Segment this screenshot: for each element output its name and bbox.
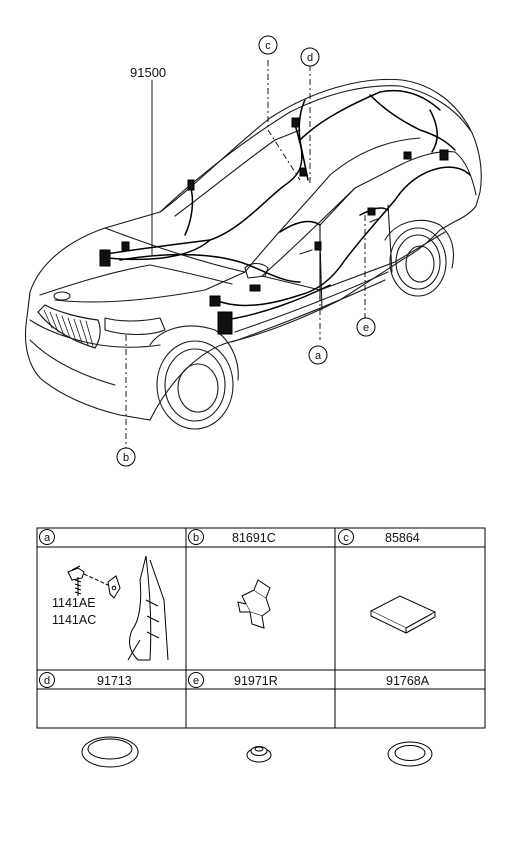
leader-lines xyxy=(125,60,366,448)
callout-b-letter: b xyxy=(123,452,129,464)
cell-b-letter: b xyxy=(193,532,199,544)
main-part-label: 91500 xyxy=(130,65,166,80)
callout-a: a xyxy=(308,345,328,365)
parts-cell-f: 91768A xyxy=(386,674,433,767)
cell-a-letter: a xyxy=(44,532,51,544)
cell-f-part-no: 91768A xyxy=(386,674,430,688)
cell-a-subpart-2: 1141AC xyxy=(52,613,96,627)
parts-cell-a: a 1141AE 1141AC xyxy=(39,529,169,661)
parts-cell-e: e 91971R xyxy=(188,672,278,763)
callout-e-letter: e xyxy=(363,322,369,334)
pad-icon xyxy=(369,595,437,634)
car-illustration xyxy=(24,78,482,430)
wiring-harness xyxy=(99,89,471,321)
callout-a-letter: a xyxy=(315,350,322,362)
callout-d-letter: d xyxy=(307,52,313,64)
callout-e: e xyxy=(356,317,376,337)
parts-cell-c: c 85864 xyxy=(338,529,437,634)
callout-b: b xyxy=(116,447,136,467)
parts-table xyxy=(36,527,486,729)
cell-e-letter: e xyxy=(193,675,199,687)
cell-a-subpart-1: 1141AE xyxy=(52,596,96,610)
callout-d: d xyxy=(300,47,320,67)
clip-icon xyxy=(237,579,271,629)
cell-e-part-no: 91971R xyxy=(234,674,278,688)
harness-connectors xyxy=(99,117,449,335)
parts-cell-d: d 91713 xyxy=(39,672,139,768)
cell-c-part-no: 85864 xyxy=(385,531,420,545)
callout-c-letter: c xyxy=(265,40,271,52)
pillar-bracket-icon xyxy=(107,555,169,661)
grommet-ring-icon xyxy=(387,741,433,767)
bolt-icon xyxy=(67,565,109,596)
parts-cell-b: b 81691C xyxy=(188,529,276,629)
grommet-small-icon xyxy=(246,746,272,763)
callout-c: c xyxy=(258,35,278,55)
cell-c-letter: c xyxy=(343,532,349,544)
cell-d-part-no: 91713 xyxy=(97,674,132,688)
grommet-large-icon xyxy=(81,736,139,768)
cell-b-part-no: 81691C xyxy=(232,531,276,545)
cell-d-letter: d xyxy=(44,675,50,687)
